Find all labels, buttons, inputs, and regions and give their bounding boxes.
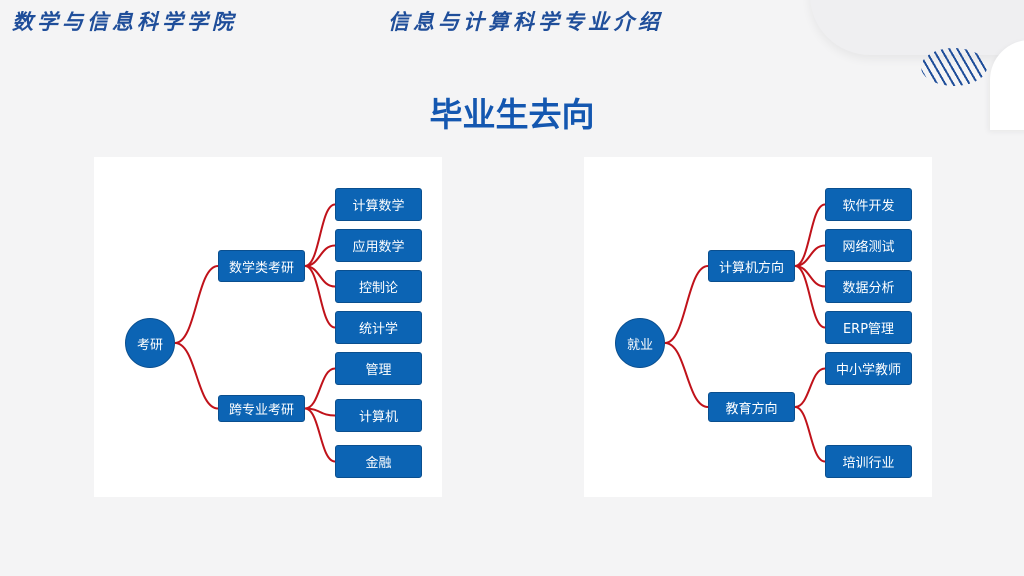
connector-line xyxy=(794,406,826,463)
leaf-node: 培训行业 xyxy=(825,445,912,478)
major-intro: 信息与计算科学专业介绍 xyxy=(388,9,663,34)
mindmap-postgraduate: 考研 数学类考研 跨专业考研 计算数学 应用数学 控制论 统计学 管理 计算机 … xyxy=(94,157,442,497)
leaf-node: 中小学教师 xyxy=(825,352,912,385)
leaf-node: 管理 xyxy=(335,352,422,385)
slide-title: 毕业生去向 xyxy=(429,95,595,134)
connector-line xyxy=(304,367,336,410)
branch-node: 计算机方向 xyxy=(708,250,795,282)
root-node: 就业 xyxy=(615,318,665,368)
branch-node: 跨专业考研 xyxy=(218,395,305,422)
connector-line xyxy=(794,203,826,267)
connector-line xyxy=(174,342,219,410)
leaf-node: 统计学 xyxy=(335,311,422,344)
leaf-node: 软件开发 xyxy=(825,188,912,221)
branch-node: 数学类考研 xyxy=(218,250,305,282)
connector-line xyxy=(304,265,336,329)
corner-decoration xyxy=(810,0,1024,55)
mindmap-employment: 就业 计算机方向 教育方向 软件开发 网络测试 数据分析 ERP管理 中小学教师… xyxy=(584,157,932,497)
school-name: 数学与信息科学学院 xyxy=(12,9,237,34)
leaf-node: 网络测试 xyxy=(825,229,912,262)
leaf-node: ERP管理 xyxy=(825,311,912,344)
root-node: 考研 xyxy=(125,318,175,368)
leaf-node: 数据分析 xyxy=(825,270,912,303)
leaf-node: 金融 xyxy=(335,445,422,478)
leaf-node: 计算机 xyxy=(335,399,422,432)
connector-line xyxy=(794,367,826,408)
leaf-node: 控制论 xyxy=(335,270,422,303)
connector-line xyxy=(794,265,826,329)
connector-line xyxy=(304,407,336,463)
connector-line xyxy=(304,203,336,267)
stripe-decoration xyxy=(921,48,987,86)
leaf-node: 应用数学 xyxy=(335,229,422,262)
branch-node: 教育方向 xyxy=(708,392,795,422)
connector-line xyxy=(664,342,709,408)
connector-line xyxy=(174,265,219,344)
leaf-node: 计算数学 xyxy=(335,188,422,221)
connector-line xyxy=(664,265,709,344)
